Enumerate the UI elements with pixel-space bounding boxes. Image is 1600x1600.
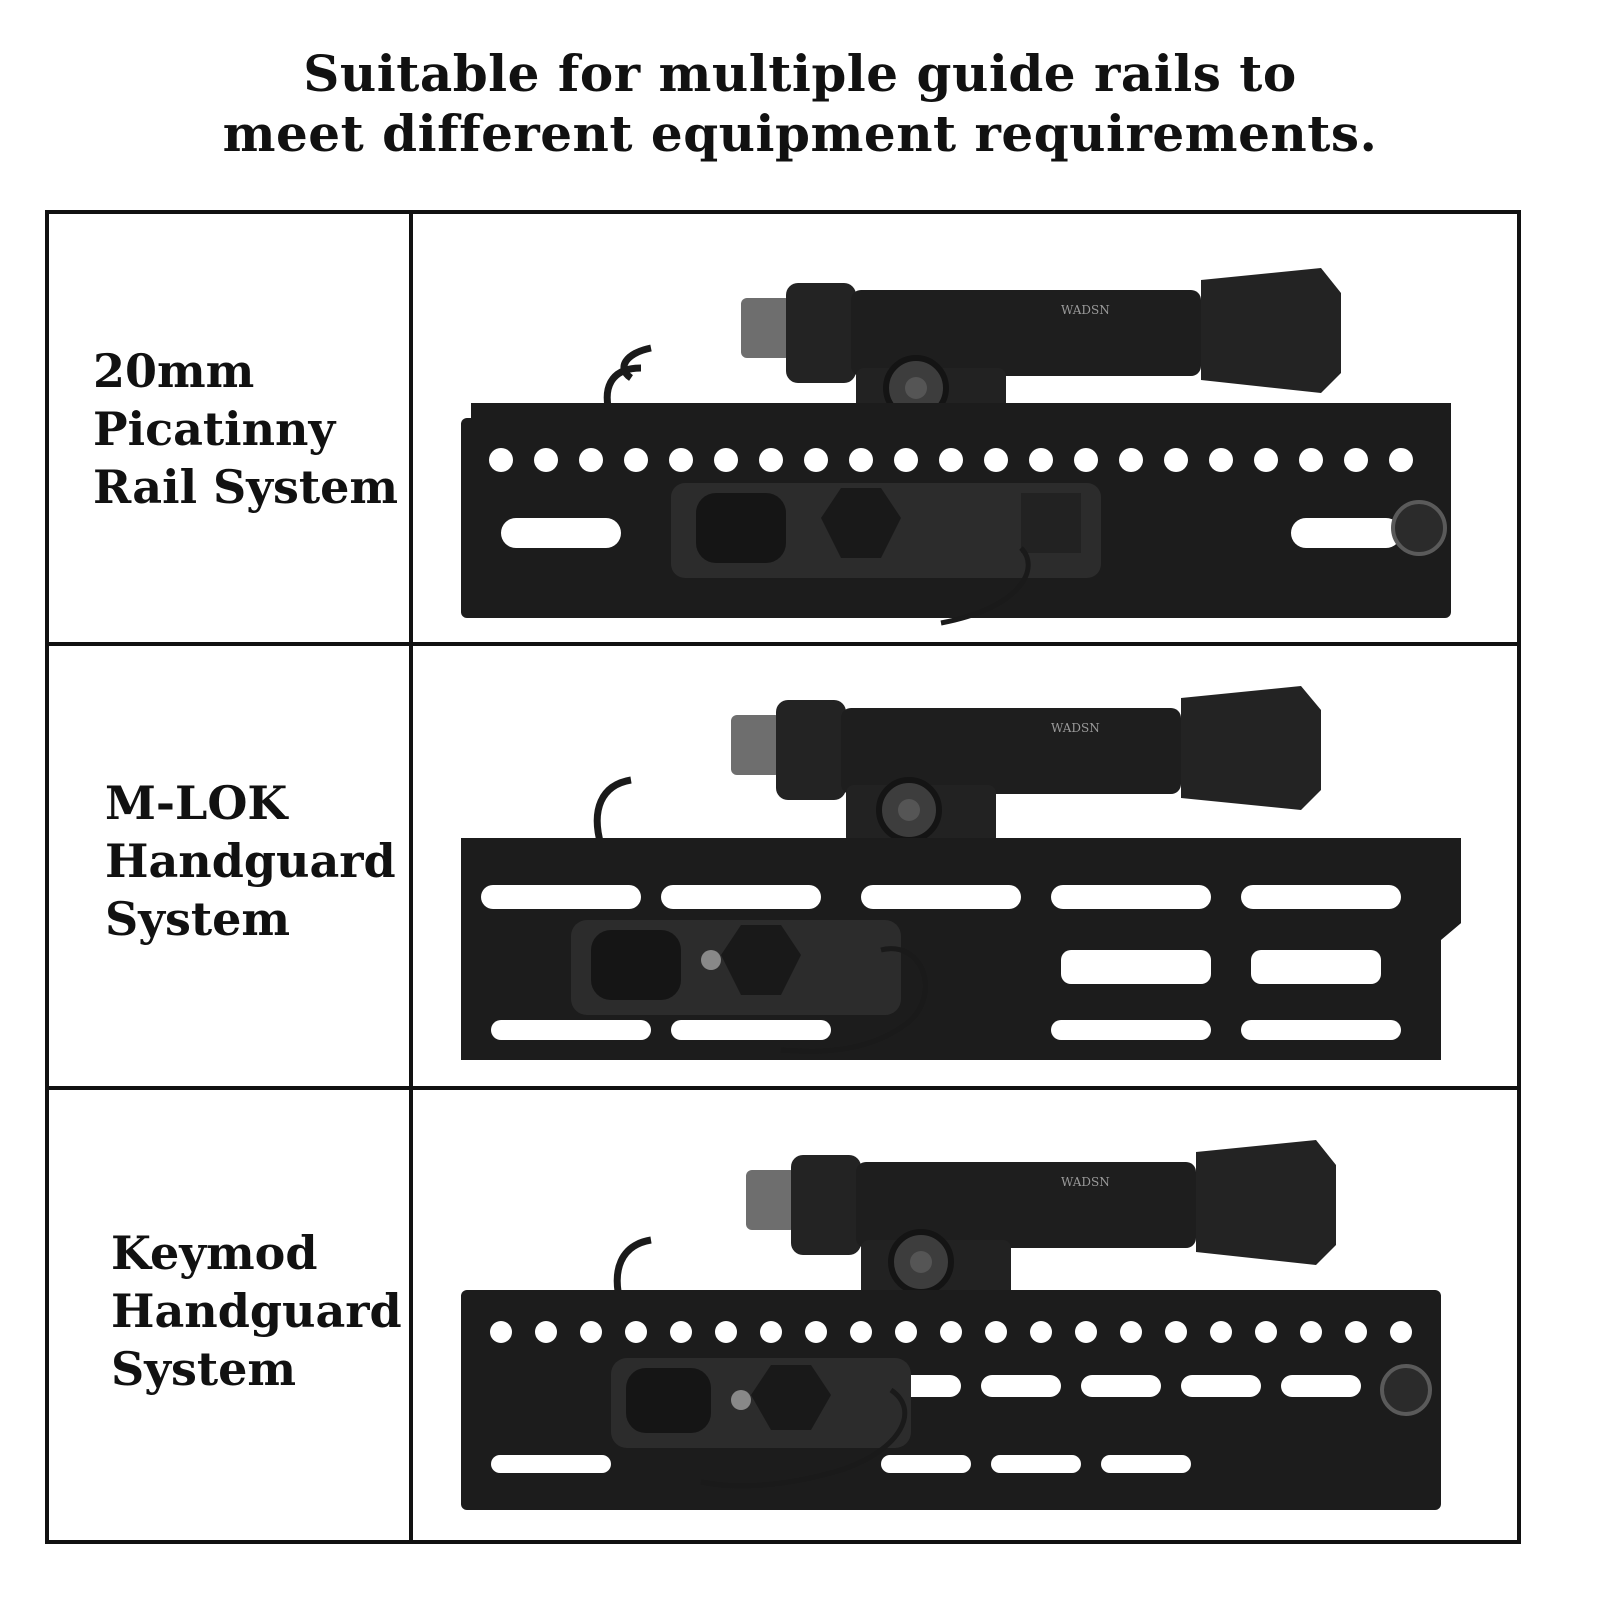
picatinny-rail-photo: WADSN <box>461 268 1451 626</box>
rail-label-keymod: Keymod Handguard System <box>111 1224 402 1398</box>
rail-label-line: System <box>105 892 291 946</box>
table-row: 20mm Picatinny Rail System WADSN <box>49 214 1517 642</box>
headline-line-2: meet different equipment requirements. <box>222 104 1378 163</box>
rail-label-mlok: M-LOK Handguard System <box>105 774 396 948</box>
flashlight-brand-label: WADSN <box>1061 1175 1110 1189</box>
rail-label-line: Picatinny <box>93 402 336 456</box>
row-photo-cell: WADSN <box>413 214 1517 642</box>
rail-label-line: 20mm <box>93 344 255 398</box>
table-divider-horizontal <box>49 1086 1517 1090</box>
flashlight-icon: WADSN <box>613 1140 1336 1354</box>
row-photo-cell: WADSN <box>413 646 1517 1086</box>
row-label-cell: M-LOK Handguard System <box>49 646 409 1086</box>
flashlight-icon: WADSN <box>593 686 1321 899</box>
row-label-cell: 20mm Picatinny Rail System <box>49 214 409 642</box>
keymod-handguard-photo: WADSN <box>461 1140 1441 1510</box>
rail-label-picatinny: 20mm Picatinny Rail System <box>93 342 398 516</box>
headline-line-1: Suitable for multiple guide rails to <box>303 44 1297 103</box>
rail-label-line: Rail System <box>93 460 399 514</box>
comparison-table: 20mm Picatinny Rail System WADSN <box>45 210 1521 1544</box>
rail-label-line: M-LOK <box>105 776 288 830</box>
table-row: M-LOK Handguard System WADSN <box>49 646 1517 1086</box>
flashlight-brand-label: WADSN <box>1051 721 1100 735</box>
row-label-cell: Keymod Handguard System <box>49 1090 409 1540</box>
mlok-handguard-photo: WADSN <box>461 686 1461 1060</box>
row-photo-cell: WADSN <box>413 1090 1517 1540</box>
rail-label-line: Handguard <box>105 834 396 888</box>
table-row: Keymod Handguard System WADSN <box>49 1090 1517 1540</box>
table-divider-vertical <box>409 214 413 1540</box>
rail-label-line: Handguard <box>111 1284 402 1338</box>
headline: Suitable for multiple guide rails to mee… <box>0 44 1600 164</box>
flashlight-brand-label: WADSN <box>1061 303 1110 317</box>
rail-label-line: Keymod <box>111 1226 318 1280</box>
rail-label-line: System <box>111 1342 297 1396</box>
table-divider-horizontal <box>49 642 1517 646</box>
